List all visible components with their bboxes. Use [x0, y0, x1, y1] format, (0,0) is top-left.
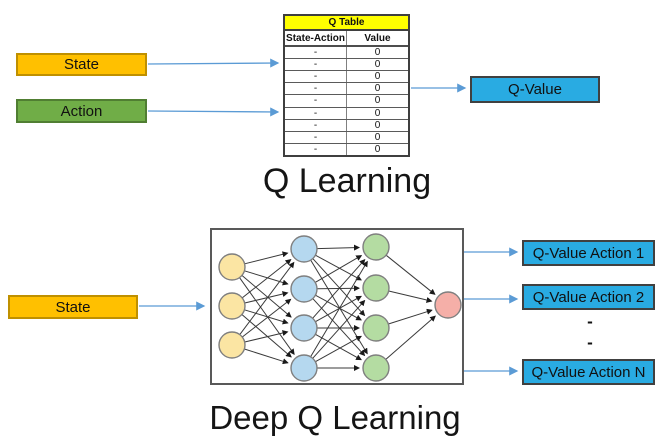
ellipsis-dash-2: -: [587, 333, 593, 352]
q-table-cell: 0: [346, 70, 408, 84]
q-table-cell: 0: [346, 82, 408, 96]
deep-q-learning-title: Deep Q Learning: [209, 399, 461, 436]
ellipsis-dash-1: -: [587, 312, 593, 331]
q-value-action-n-label: Q-Value Action N: [531, 363, 646, 381]
q-table-cell: 0: [346, 119, 408, 132]
q-value-action-2-box: Q-Value Action 2: [522, 284, 655, 310]
q-table-row: -0: [285, 143, 408, 155]
q-table-cell: -: [285, 70, 347, 84]
q-table-row: -0: [285, 46, 408, 60]
q-table-row: -0: [285, 58, 408, 72]
state-label-bottom: State: [55, 298, 91, 316]
q-table-cell: -: [285, 107, 347, 120]
q-table-cell: -: [285, 119, 347, 132]
arrow-action-to-table: [147, 107, 280, 117]
q-table-grid: State-Action Value -0-0-0-0-0-0-0-0-0: [285, 31, 408, 155]
q-learning-title: Q Learning: [262, 162, 432, 200]
action-box: Action: [16, 99, 147, 123]
q-table-col-value: Value: [346, 31, 408, 47]
q-table-cell: -: [285, 46, 347, 60]
q-value-action-2-label: Q-Value Action 2: [532, 288, 645, 306]
state-label-top: State: [63, 56, 100, 73]
q-value-action-1-box: Q-Value Action 1: [522, 240, 655, 266]
q-table-row: -0: [285, 131, 408, 144]
q-value-action-n-box: Q-Value Action N: [522, 359, 655, 385]
q-table-cell: -: [285, 82, 347, 96]
q-table-cell: 0: [346, 143, 408, 155]
q-value-box: Q-Value: [470, 76, 600, 103]
q-table-title: Q Table: [285, 16, 408, 31]
q-table-cell: 0: [346, 94, 408, 108]
q-table-cell: 0: [346, 107, 408, 120]
q-table-cell: -: [285, 131, 347, 144]
q-value-action-1-label: Q-Value Action 1: [532, 244, 645, 262]
action-label: Action: [60, 102, 103, 120]
q-table-row: -0: [285, 119, 408, 132]
q-table-row: -0: [285, 94, 408, 108]
q-value-label: Q-Value: [508, 81, 562, 98]
q-table-row: -0: [285, 82, 408, 96]
state-box-bottom: State: [8, 295, 138, 319]
q-table-header-row: State-Action Value: [285, 31, 408, 47]
q-table-cell: -: [285, 94, 347, 108]
q-table-cell: 0: [346, 131, 408, 144]
arrow-state-to-table: [147, 58, 280, 68]
state-box-top: State: [16, 53, 147, 76]
q-table-row: -0: [285, 107, 408, 120]
q-table-col-state-action: State-Action: [285, 31, 347, 47]
q-table-row: -0: [285, 70, 408, 84]
q-table-cell: -: [285, 58, 347, 72]
q-table-cell: 0: [346, 58, 408, 72]
neural-network-box: [210, 228, 464, 385]
q-table: Q Table State-Action Value -0-0-0-0-0-0-…: [283, 14, 410, 157]
q-table-cell: -: [313, 143, 318, 155]
q-table-cell: 0: [346, 46, 408, 60]
